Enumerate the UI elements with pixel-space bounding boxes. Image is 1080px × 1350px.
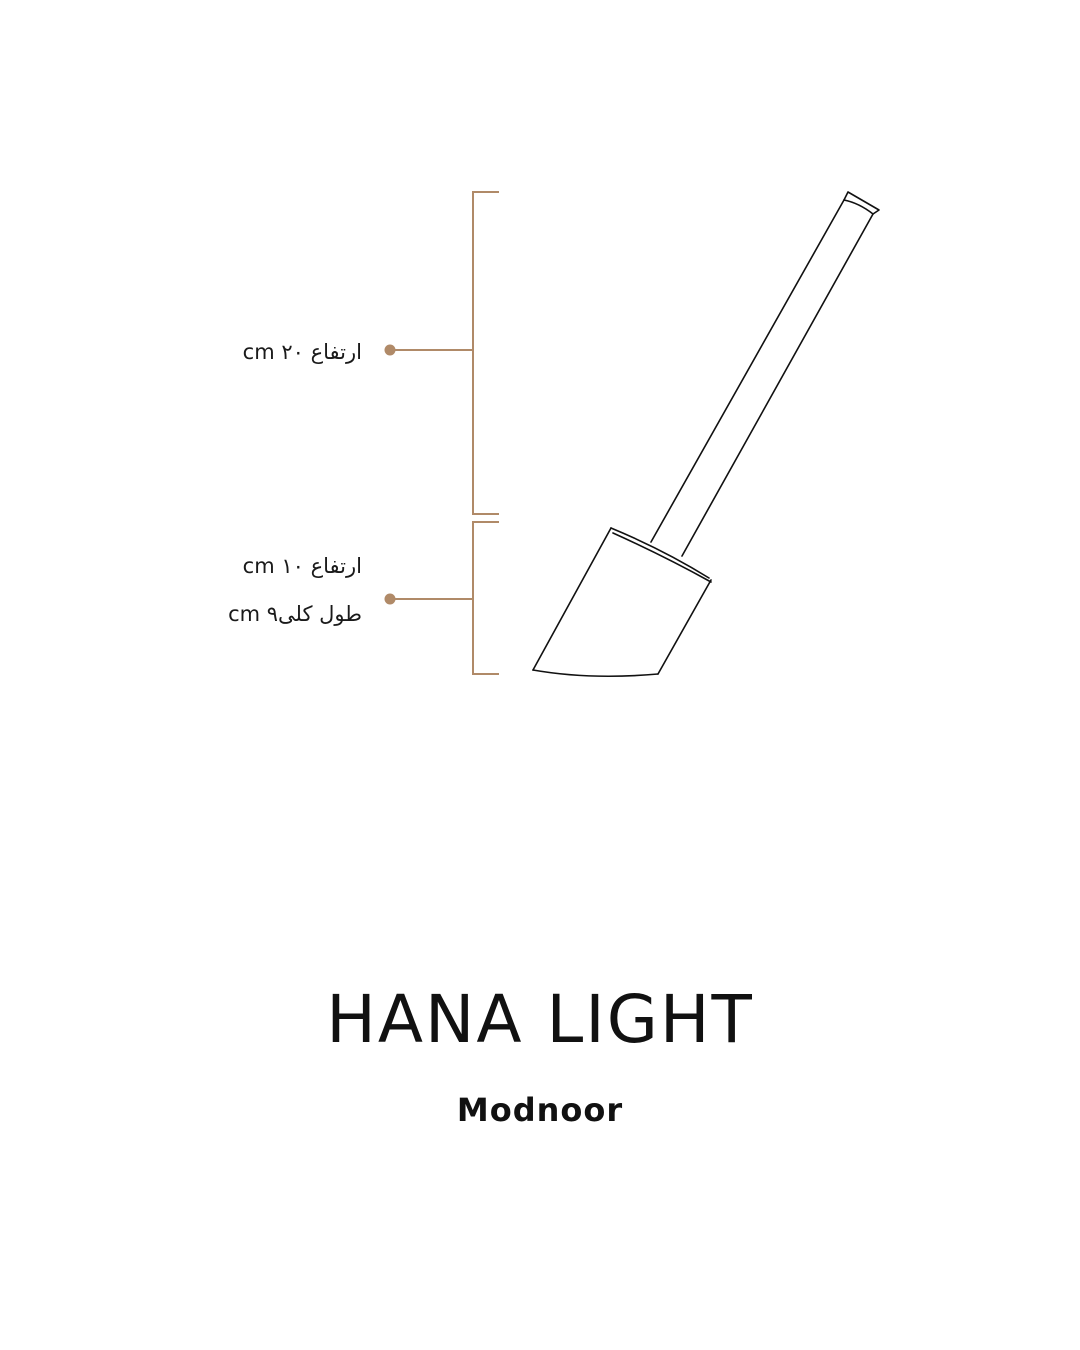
- lamp-base: [532, 527, 712, 678]
- upper-height-label: ارتفاع ۲۰ cm: [242, 340, 362, 364]
- upper-dimension-dot: [384, 344, 396, 356]
- lamp-rod: [650, 191, 880, 557]
- lower-dimension-dot: [384, 593, 396, 605]
- lower-height-label: ارتفاع ۱۰ cm: [242, 554, 362, 578]
- upper-dimension-bracket: [390, 191, 499, 515]
- brand-logo: Modnoor: [456, 1091, 624, 1129]
- lower-dimension-bracket: [390, 521, 499, 675]
- product-title: HANA LIGHT: [326, 981, 754, 1058]
- total-length-label: طول کلی۹ cm: [228, 602, 362, 626]
- lamp-outline: [532, 191, 880, 678]
